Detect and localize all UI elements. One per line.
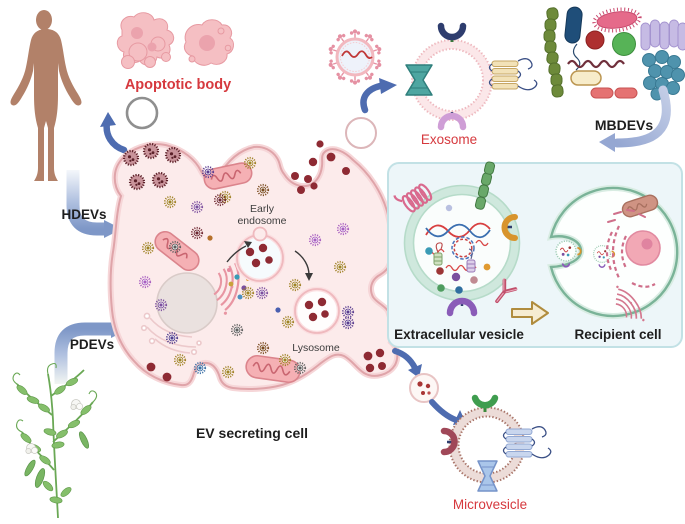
early-endosome-label: Early <box>250 203 275 215</box>
nucleus-icon <box>625 230 661 266</box>
capsule-bacterium-icon <box>570 70 602 86</box>
lysosome-label: Lysosome <box>292 342 340 354</box>
exosome-vesicle-icon <box>405 22 538 131</box>
nucleus-icon <box>156 272 218 334</box>
arrow-cell-to-exosome <box>360 78 397 114</box>
microvesicle-label: Microvesicle <box>453 497 527 512</box>
apoptotic-bodies-icon <box>116 12 235 69</box>
virus-particle-icon <box>326 28 384 86</box>
channel-protein-icon <box>405 64 433 96</box>
antibody-icon <box>495 278 518 304</box>
golgi-vesicle-dots <box>227 268 250 300</box>
nucleolus-icon <box>641 238 653 250</box>
lysosome-icon <box>292 286 342 336</box>
microbes-cluster-icon <box>543 6 685 101</box>
pdevs-label: PDEVs <box>70 337 114 352</box>
receptor-icon <box>471 394 499 409</box>
released-vesicle-icon <box>345 117 377 149</box>
arrow-cell-to-vesicle <box>392 348 422 378</box>
membrane-protein-rod <box>474 161 496 210</box>
receptor-icon <box>440 427 458 456</box>
early-endosome-label2: endosome <box>237 215 286 227</box>
tetraspanin-protein-icon <box>502 426 552 459</box>
arrow-cell-to-apoptotic <box>100 112 128 154</box>
endoplasmic-reticulum-icon <box>140 312 202 356</box>
pea-pods <box>24 431 90 488</box>
protein-cylinder-icon <box>433 242 476 273</box>
channel-protein-icon <box>477 460 498 492</box>
recipient-cell-label: Recipient cell <box>574 327 661 342</box>
bacteria-chain-icon <box>543 7 564 98</box>
tetraspanin-protein-icon <box>488 58 538 91</box>
cargo-dots <box>425 204 491 294</box>
dna-helix-icon <box>425 222 491 239</box>
hdevs-label: HDEVs <box>61 207 106 222</box>
apoptotic-body-label: Apoptotic body <box>125 77 231 93</box>
pea-plant-icon <box>12 362 98 519</box>
cocci-cluster-icon <box>642 50 685 101</box>
trafficking-arrow <box>226 241 313 281</box>
extracellular-vesicle-icon <box>393 161 521 317</box>
block-arrow-icon <box>511 301 549 325</box>
bacilli-cluster-icon <box>640 19 685 51</box>
gray-vesicle-icon <box>125 96 159 130</box>
recipient-cell-icon <box>546 185 681 330</box>
secreting-cell-icon <box>107 140 401 392</box>
spirochete-icon <box>567 59 625 69</box>
diplobacillus-icon <box>590 87 638 99</box>
budding-vesicle-icon <box>409 373 439 403</box>
extracellular-vesicle-label: Extracellular vesicle <box>394 327 524 342</box>
coccus-icon <box>585 30 605 50</box>
mbdevs-label: MBDEVs <box>595 117 654 133</box>
ev-secreting-cell-label: EV secreting cell <box>196 425 308 441</box>
er-dashes <box>607 209 646 223</box>
receptor-icon <box>446 297 478 317</box>
coccus-icon <box>612 32 636 56</box>
mbdevs-arrow <box>599 85 671 152</box>
exosome-label: Exosome <box>421 132 477 147</box>
ev-box-panel <box>387 161 683 348</box>
spiky-bacterium-icon <box>592 7 642 33</box>
plasmid-icon <box>451 236 475 260</box>
receptor-icon <box>437 22 467 41</box>
microvesicle-icon <box>440 394 552 492</box>
endoplasmic-reticulum-icon <box>605 225 656 288</box>
human-figure-icon <box>10 10 82 181</box>
intracellular-vesicles <box>138 156 355 379</box>
mitochondrion-icon <box>203 162 253 190</box>
released-cargo-dots <box>146 140 386 382</box>
receptor-icon <box>437 112 467 131</box>
coiled-protein-icon <box>393 183 433 213</box>
receptor-icon <box>501 214 518 241</box>
